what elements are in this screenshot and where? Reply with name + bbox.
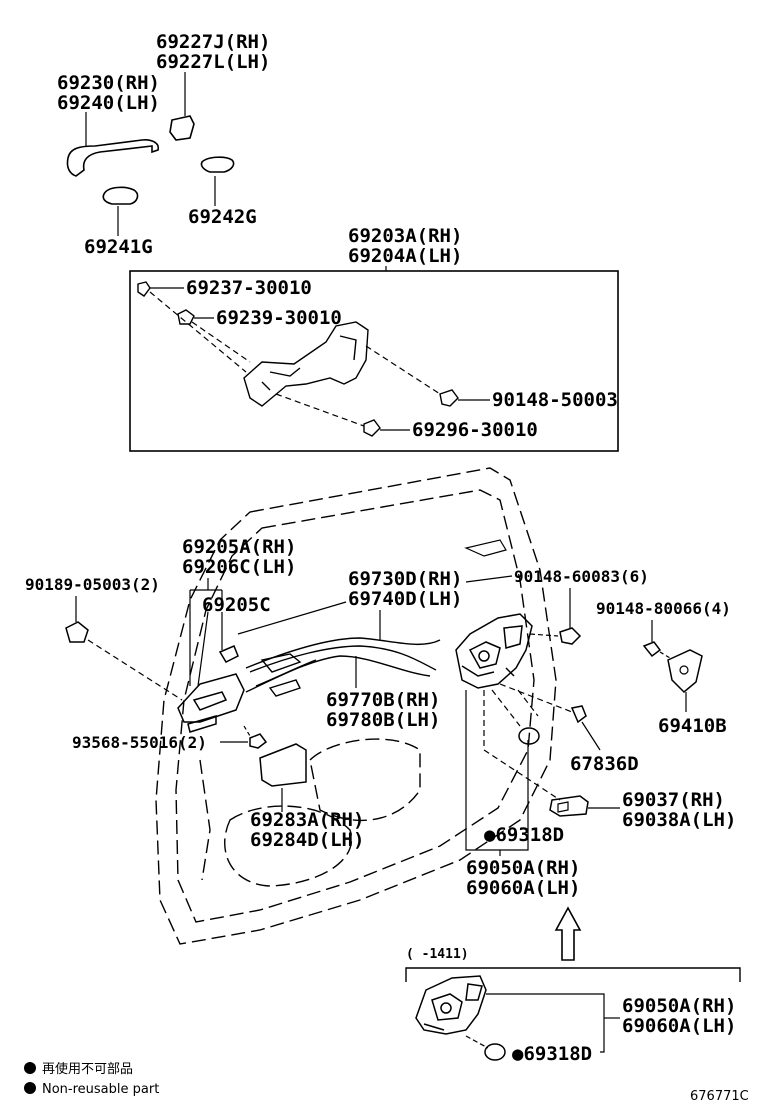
outside-door-handle-shape [66,139,160,177]
label-69770b-rh: 69770B(RH) [326,689,440,711]
label-69239-30010: 69239-30010 [216,307,342,329]
label-69227-lh: 69227L(LH) [156,51,270,73]
label-69230-rh: 69230(RH) [57,72,160,94]
outside-handle-leaders [85,72,216,236]
legend-bullet-icon [24,1062,36,1074]
label-69237-30010: 69237-30010 [186,277,312,299]
door-window-channel [464,539,507,557]
label-90148-60083: 90148-60083(6) [514,567,649,586]
outside-handle-group [66,115,235,205]
clip-67836d-shape [570,705,587,724]
handle-cap-shape [169,115,195,141]
washer-69318d-old-shape [484,1043,506,1061]
label-93568-55016: 93568-55016(2) [72,733,207,752]
label-69770b-lh: 69780B(LH) [326,709,440,731]
door-pad-69283-shape [259,743,307,787]
up-arrow-icon [554,906,582,961]
label-69241g: 69241G [84,236,153,258]
frame-solid-leaders [150,287,490,431]
door-lock-assy [455,613,533,689]
label-69283a-rh: 69283A(RH) [250,809,364,831]
label-69242g: 69242G [188,206,257,228]
bolt-90148-60083-shape [559,627,582,645]
bolt-90148-50003-shape [439,389,459,407]
screw-93568-shape [249,733,268,749]
handle-pad-rear-shape [200,156,235,173]
legend-japanese: 再使用不可部品 [42,1061,133,1077]
label-69318d-old: ●69318D [512,1043,592,1065]
bracket-69410b-shape [667,649,703,694]
inside-handle-part [177,645,245,733]
label-69283a-lh: 69284D(LH) [250,829,364,851]
clip-90189-shape [65,621,89,643]
label-69203a-lh: 69204A(LH) [348,245,462,267]
legend-english: Non-reusable part [42,1082,159,1097]
label-69037-rh: 69037(RH) [622,789,725,811]
label-69050a-old-lh: 69060A(LH) [622,1015,736,1037]
legend-bullet-icon-2 [24,1082,36,1094]
label-69050a-rh: 69050A(RH) [466,857,580,879]
label-69730d-lh: 69740D(LH) [348,588,462,610]
label-69205c: 69205C [202,594,271,616]
handle-frame-parts [137,281,459,437]
range-bracket [405,967,741,982]
label-69205a-lh: 69206C(LH) [182,556,296,578]
label-69050a-old-rh: 69050A(RH) [622,995,736,1017]
screw-69296-shape [363,419,381,437]
label-69037-lh: 69038A(LH) [622,809,736,831]
handle-frame-box [129,270,619,452]
label-69050a-lh: 69060A(LH) [466,877,580,899]
range-note: ( -1411) [406,947,469,962]
cables [245,637,441,697]
inside-handle-leaders [189,578,223,687]
handle-pad-front-shape [102,186,139,205]
diagram-id: 676771C [690,1089,749,1104]
striker-69037-shape [549,795,589,817]
lock-dashed-leaders [483,683,573,801]
label-69318d: ●69318D [484,824,564,846]
frame-bracket-shape [243,321,369,407]
bolt-90148-80066-shape [642,641,662,658]
label-69205a-rh: 69205A(RH) [182,536,296,558]
frame-dashed-leaders [149,291,441,427]
washer-69318d-shape [518,727,540,745]
label-69203a-rh: 69203A(RH) [348,225,462,247]
lock-leaders [465,690,529,856]
lower-leaders [486,993,620,1053]
label-90148-50003: 90148-50003 [492,389,618,411]
screw-69237-shape [137,281,151,297]
label-69296-30010: 69296-30010 [412,419,538,441]
label-69730d-rh: 69730D(RH) [348,568,462,590]
label-90189-05003: 90189-05003(2) [25,575,160,594]
label-90148-80066: 90148-80066(4) [596,599,731,618]
label-69227-rh: 69227J(RH) [156,31,270,53]
door-outline [155,467,557,945]
label-69410b: 69410B [658,715,727,737]
label-67836d: 67836D [570,753,639,775]
label-69230-lh: 69240(LH) [57,92,160,114]
clip-69239-shape [177,309,195,325]
door-lock-assy-old [415,975,487,1035]
